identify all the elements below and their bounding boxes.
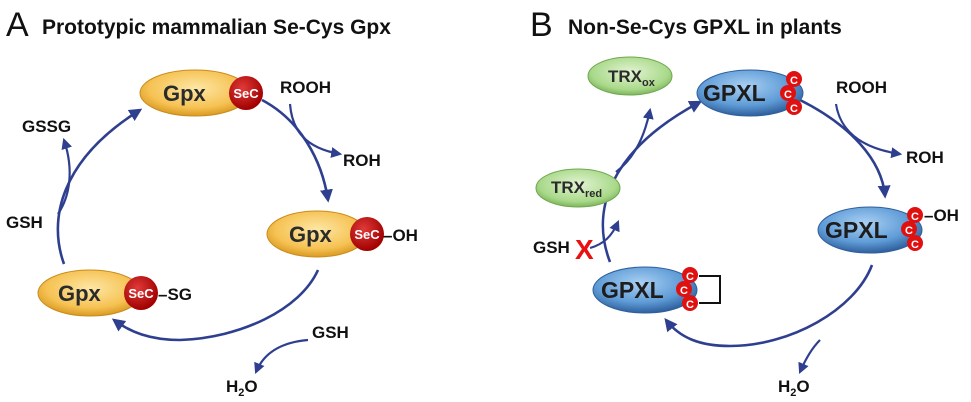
- gsh-left-label: GSH: [6, 213, 43, 232]
- svg-text:C: C: [790, 75, 798, 87]
- svg-text:C: C: [680, 285, 688, 297]
- gpx-enzyme-right: Gpx SeC –OH: [266, 210, 418, 258]
- gpx-enzyme-left: Gpx SeC –SG: [37, 269, 192, 317]
- svg-text:C: C: [686, 271, 694, 283]
- gpxl-enzyme-top: GPXL C C C: [696, 69, 804, 117]
- trx-ox-label: TRXox: [608, 67, 656, 89]
- panel-a-title: Prototypic mammalian Se-Cys Gpx: [42, 16, 391, 39]
- panel-a-side-arrows: [57, 103, 343, 375]
- panel-a: A Prototypic mammalian Se-Cys Gpx Gpx Se…: [6, 6, 418, 399]
- sec-site-icon: [124, 276, 158, 310]
- arc-top-right-arrow: [799, 98, 891, 199]
- gpxl-enzyme-right: GPXL C C C –OH: [817, 206, 959, 254]
- to-h2o-arrow: [798, 339, 821, 375]
- sec-site-icon: [229, 76, 263, 110]
- svg-text:C: C: [790, 103, 798, 115]
- panel-a-letter: A: [6, 6, 29, 44]
- gsh-label-b: GSH: [533, 238, 570, 257]
- gpxl-label: GPXL: [703, 80, 766, 106]
- svg-text:C: C: [911, 239, 919, 251]
- cys-cluster-icon: C C C: [676, 267, 698, 311]
- gpx-enzyme-top: Gpx SeC: [139, 69, 263, 117]
- cys-cluster-icon: C C C: [901, 207, 923, 251]
- trx-red-label: TRXred: [551, 178, 602, 200]
- gpx-label: Gpx: [289, 222, 333, 247]
- gsh-blocked-arrow: [589, 219, 620, 250]
- panel-b-letter: B: [530, 6, 553, 44]
- arc-bottom-arrow: [111, 269, 320, 342]
- arc-top-right-arrow: [261, 98, 333, 203]
- sec-site-icon: [350, 217, 384, 251]
- panel-b-side-arrows: [589, 103, 903, 375]
- sec-label: SeC: [233, 86, 259, 101]
- sec-label: SeC: [354, 227, 380, 242]
- gsh-to-gssg-arrow: [57, 137, 72, 215]
- gpxl-label: GPXL: [601, 277, 664, 303]
- rooh-label: ROOH: [280, 78, 331, 97]
- gpx-label: Gpx: [58, 281, 102, 306]
- svg-text:C: C: [784, 89, 792, 101]
- oh-label: –OH: [383, 226, 418, 245]
- rooh-to-roh-arrow: [288, 103, 343, 158]
- disulfide-bond-icon: [699, 275, 721, 304]
- gssg-label: GSSG: [22, 117, 71, 136]
- h2o-label-b: H2O: [778, 377, 810, 399]
- gsh-to-h2o-arrow: [254, 338, 309, 375]
- sec-label: SeC: [128, 286, 154, 301]
- svg-text:C: C: [911, 211, 919, 223]
- trxred-to-trxox-arrow: [615, 107, 654, 173]
- svg-text:C: C: [686, 299, 694, 311]
- panel-b: B Non-Se-Cys GPXL in plants TRXox TRXred…: [530, 6, 959, 399]
- gpx-label: Gpx: [163, 81, 207, 106]
- trx-red: TRXred: [535, 168, 621, 208]
- gpxl-label: GPXL: [825, 217, 888, 243]
- svg-text:C: C: [905, 225, 913, 237]
- oh-label-b: –OH: [924, 206, 959, 225]
- h2o-label-a: H2O: [226, 377, 258, 399]
- sg-label: –SG: [158, 285, 192, 304]
- roh-label-b: ROH: [906, 148, 944, 167]
- roh-label: ROH: [343, 151, 381, 170]
- panel-a-cycle-arrows: [56, 98, 333, 342]
- rooh-to-roh-arrow: [834, 103, 903, 159]
- cys-cluster-icon: C C C: [780, 71, 802, 115]
- arc-bottom-arrow: [664, 264, 874, 348]
- arc-left-arrow: [56, 108, 143, 265]
- trx-ox: TRXox: [587, 56, 673, 96]
- gsh-right-label: GSH: [312, 323, 349, 342]
- blocked-x-icon: X: [575, 234, 594, 265]
- gpxl-enzyme-bottom: GPXL C C C: [592, 266, 721, 314]
- rooh-label-b: ROOH: [836, 78, 887, 97]
- panel-b-title: Non-Se-Cys GPXL in plants: [568, 16, 842, 39]
